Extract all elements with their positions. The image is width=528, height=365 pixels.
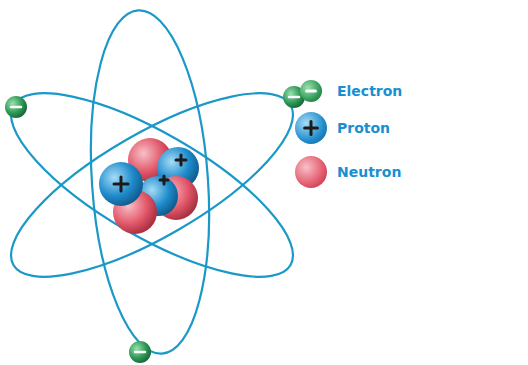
- legend-swatch: [295, 112, 327, 144]
- nucleus: [99, 138, 199, 234]
- legend-swatch: [295, 156, 327, 188]
- legend-label: Electron: [337, 83, 402, 99]
- electrons: [5, 86, 305, 363]
- orbits: [0, 6, 317, 357]
- legend-row: Proton: [295, 112, 390, 144]
- charge-sign: [300, 80, 322, 102]
- legend-row: Neutron: [295, 156, 401, 188]
- legend-label: Neutron: [337, 164, 401, 180]
- charge-sign: [295, 112, 327, 144]
- legend-label: Proton: [337, 120, 390, 136]
- legend-row: Electron: [300, 80, 402, 102]
- legend-swatch: [300, 80, 322, 102]
